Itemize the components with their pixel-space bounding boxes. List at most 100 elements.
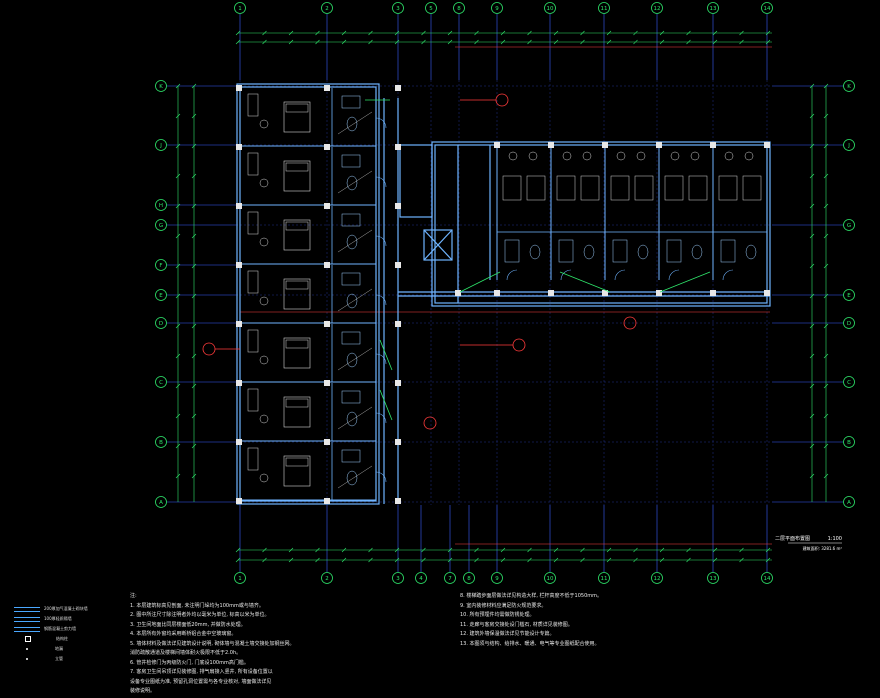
left-label-4: F <box>159 263 162 269</box>
bottom-label-2: 3 <box>396 576 400 582</box>
note-line: 3. 卫生间地面比同层楼面低20mm, 并做防水处理。 <box>130 621 246 628</box>
door-swings <box>365 99 711 421</box>
note-line: 6. 管井检修门为丙级防火门, 门底设100mm高门槛。 <box>130 659 249 666</box>
top-bubble-0 <box>234 2 246 14</box>
left-bubble-8 <box>155 436 167 448</box>
note-line: 注: <box>130 593 137 599</box>
top-label-9: 13 <box>710 6 717 12</box>
legend-label: 钢筋混凝土剪力墙 <box>44 626 76 631</box>
dimension-ticks <box>175 30 829 563</box>
note-line: 9. 室内装修材料应满足防火规范要求。 <box>460 602 547 609</box>
left-label-9: A <box>159 500 163 506</box>
left-bubble-5 <box>155 289 167 301</box>
plan-title: 二层平面布置图 <box>775 535 810 542</box>
bottom-bubble-7 <box>544 572 556 584</box>
right-label-6: B <box>847 440 851 446</box>
bottom-bubble-1 <box>321 572 333 584</box>
right-bubble-2 <box>843 219 855 231</box>
plan-subtitle: 建筑面积: 3281.6 m² <box>803 545 843 551</box>
bottom-label-10: 13 <box>710 576 717 582</box>
left-bubble-9 <box>155 496 167 508</box>
right-bubble-4 <box>843 317 855 329</box>
top-bubble-4 <box>453 2 465 14</box>
top-label-4: 8 <box>457 6 461 12</box>
top-bubble-3 <box>425 2 437 14</box>
left-bubble-6 <box>155 317 167 329</box>
top-bubble-9 <box>707 2 719 14</box>
note-line: 装修说明。 <box>130 688 156 694</box>
right-bubble-1 <box>843 139 855 151</box>
note-line: 13. 本图须与结构、给排水、暖通、电气等专业图纸配合使用。 <box>460 640 600 647</box>
note-line: 8. 楼梯踏步面层做法详见构造大样, 栏杆高度不低于1050mm。 <box>460 593 603 599</box>
bottom-bubble-0 <box>234 572 246 584</box>
bottom-bubble-10 <box>707 572 719 584</box>
top-label-0: 1 <box>238 6 242 12</box>
top-bubble-8 <box>651 2 663 14</box>
bottom-bubble-5 <box>463 572 475 584</box>
notes-left: 注:1. 本层建筑标高见剖面, 未注明门垛均为100mm或与墙齐。2. 图中所注… <box>130 592 295 697</box>
left-label-7: C <box>159 380 163 386</box>
legend-label: 200厚加气混凝土砌块墙 <box>44 606 88 611</box>
bottom-label-9: 12 <box>654 576 661 582</box>
right-label-5: C <box>847 380 851 386</box>
point-symbol-icon <box>26 658 28 660</box>
right-label-0: K <box>847 84 851 90</box>
bottom-label-6: 9 <box>495 576 499 582</box>
left-wing-rooms <box>236 85 401 504</box>
top-bubble-5 <box>491 2 503 14</box>
left-label-0: K <box>159 84 163 90</box>
note-line: 消防疏散通道及楼梯间墙体耐火极限不低于2.0h。 <box>130 650 242 656</box>
legend-item: 结构柱 <box>14 634 88 644</box>
legend-item: 钢筋混凝土剪力墙 <box>14 624 88 634</box>
top-bubble-10 <box>761 2 773 14</box>
right-label-7: A <box>847 500 851 506</box>
note-line: 设备专业图纸为准, 预留孔洞位置需与各专业核对, 墙面做法详见 <box>130 678 272 685</box>
bottom-label-11: 14 <box>764 576 771 582</box>
bottom-bubble-9 <box>651 572 663 584</box>
right-label-4: D <box>847 321 851 327</box>
point-symbol-icon <box>26 648 28 650</box>
legend-item: 立管 <box>14 654 88 664</box>
right-label-2: G <box>847 223 851 229</box>
legend: 200厚加气混凝土砌块墙 100厚轻质隔墙钢筋混凝土剪力墙结构柱地漏立管 <box>14 604 88 664</box>
left-label-2: H <box>159 203 163 209</box>
top-label-10: 14 <box>764 6 771 12</box>
top-bubble-6 <box>544 2 556 14</box>
top-label-2: 3 <box>396 6 400 12</box>
note-line: 4. 本层所有外窗均采用断桥铝合金中空玻璃窗。 <box>130 631 237 637</box>
legend-label: 地漏 <box>55 646 63 651</box>
top-label-8: 12 <box>654 6 661 12</box>
right-bubble-3 <box>843 289 855 301</box>
legend-label: 立管 <box>55 656 63 661</box>
bottom-label-7: 10 <box>547 576 554 582</box>
bottom-label-0: 1 <box>238 576 242 582</box>
note-line: 11. 走廊与客房交接处设门槛石, 材质详见装修图。 <box>460 621 573 628</box>
note-line: 5. 墙体材料及做法详见建筑设计说明, 砌体墙与混凝土墙交接处加钢丝网。 <box>130 640 295 647</box>
right-label-1: J <box>847 143 850 149</box>
top-bubble-7 <box>598 2 610 14</box>
left-bubble-0 <box>155 80 167 92</box>
bottom-bubble-8 <box>598 572 610 584</box>
legend-item: 100厚轻质隔墙 <box>14 614 88 624</box>
left-bubble-3 <box>155 219 167 231</box>
top-label-6: 10 <box>547 6 554 12</box>
left-bubble-2 <box>155 199 167 211</box>
top-label-3: 5 <box>429 6 433 12</box>
walls <box>236 83 771 505</box>
bottom-label-5: 8 <box>467 576 471 582</box>
annotations <box>202 93 637 430</box>
note-line: 10. 所有预埋件均需做防锈处理。 <box>460 612 535 618</box>
legend-item: 地漏 <box>14 644 88 654</box>
left-label-3: G <box>159 223 163 229</box>
left-label-6: D <box>159 321 163 327</box>
notes-right: 8. 楼梯踏步面层做法详见构造大样, 栏杆高度不低于1050mm。 9. 室内装修… <box>460 592 602 649</box>
right-bubble-7 <box>843 496 855 508</box>
note-line: 2. 图中所注尺寸除注明者外均以毫米为单位, 标高以米为单位。 <box>130 612 270 618</box>
top-bubble-2 <box>392 2 404 14</box>
right-wing-rooms <box>455 142 770 296</box>
column-symbol-icon <box>25 636 31 642</box>
wall-symbol-icon <box>14 606 40 612</box>
bottom-label-4: 7 <box>448 576 452 582</box>
dimension-lines <box>177 32 827 561</box>
